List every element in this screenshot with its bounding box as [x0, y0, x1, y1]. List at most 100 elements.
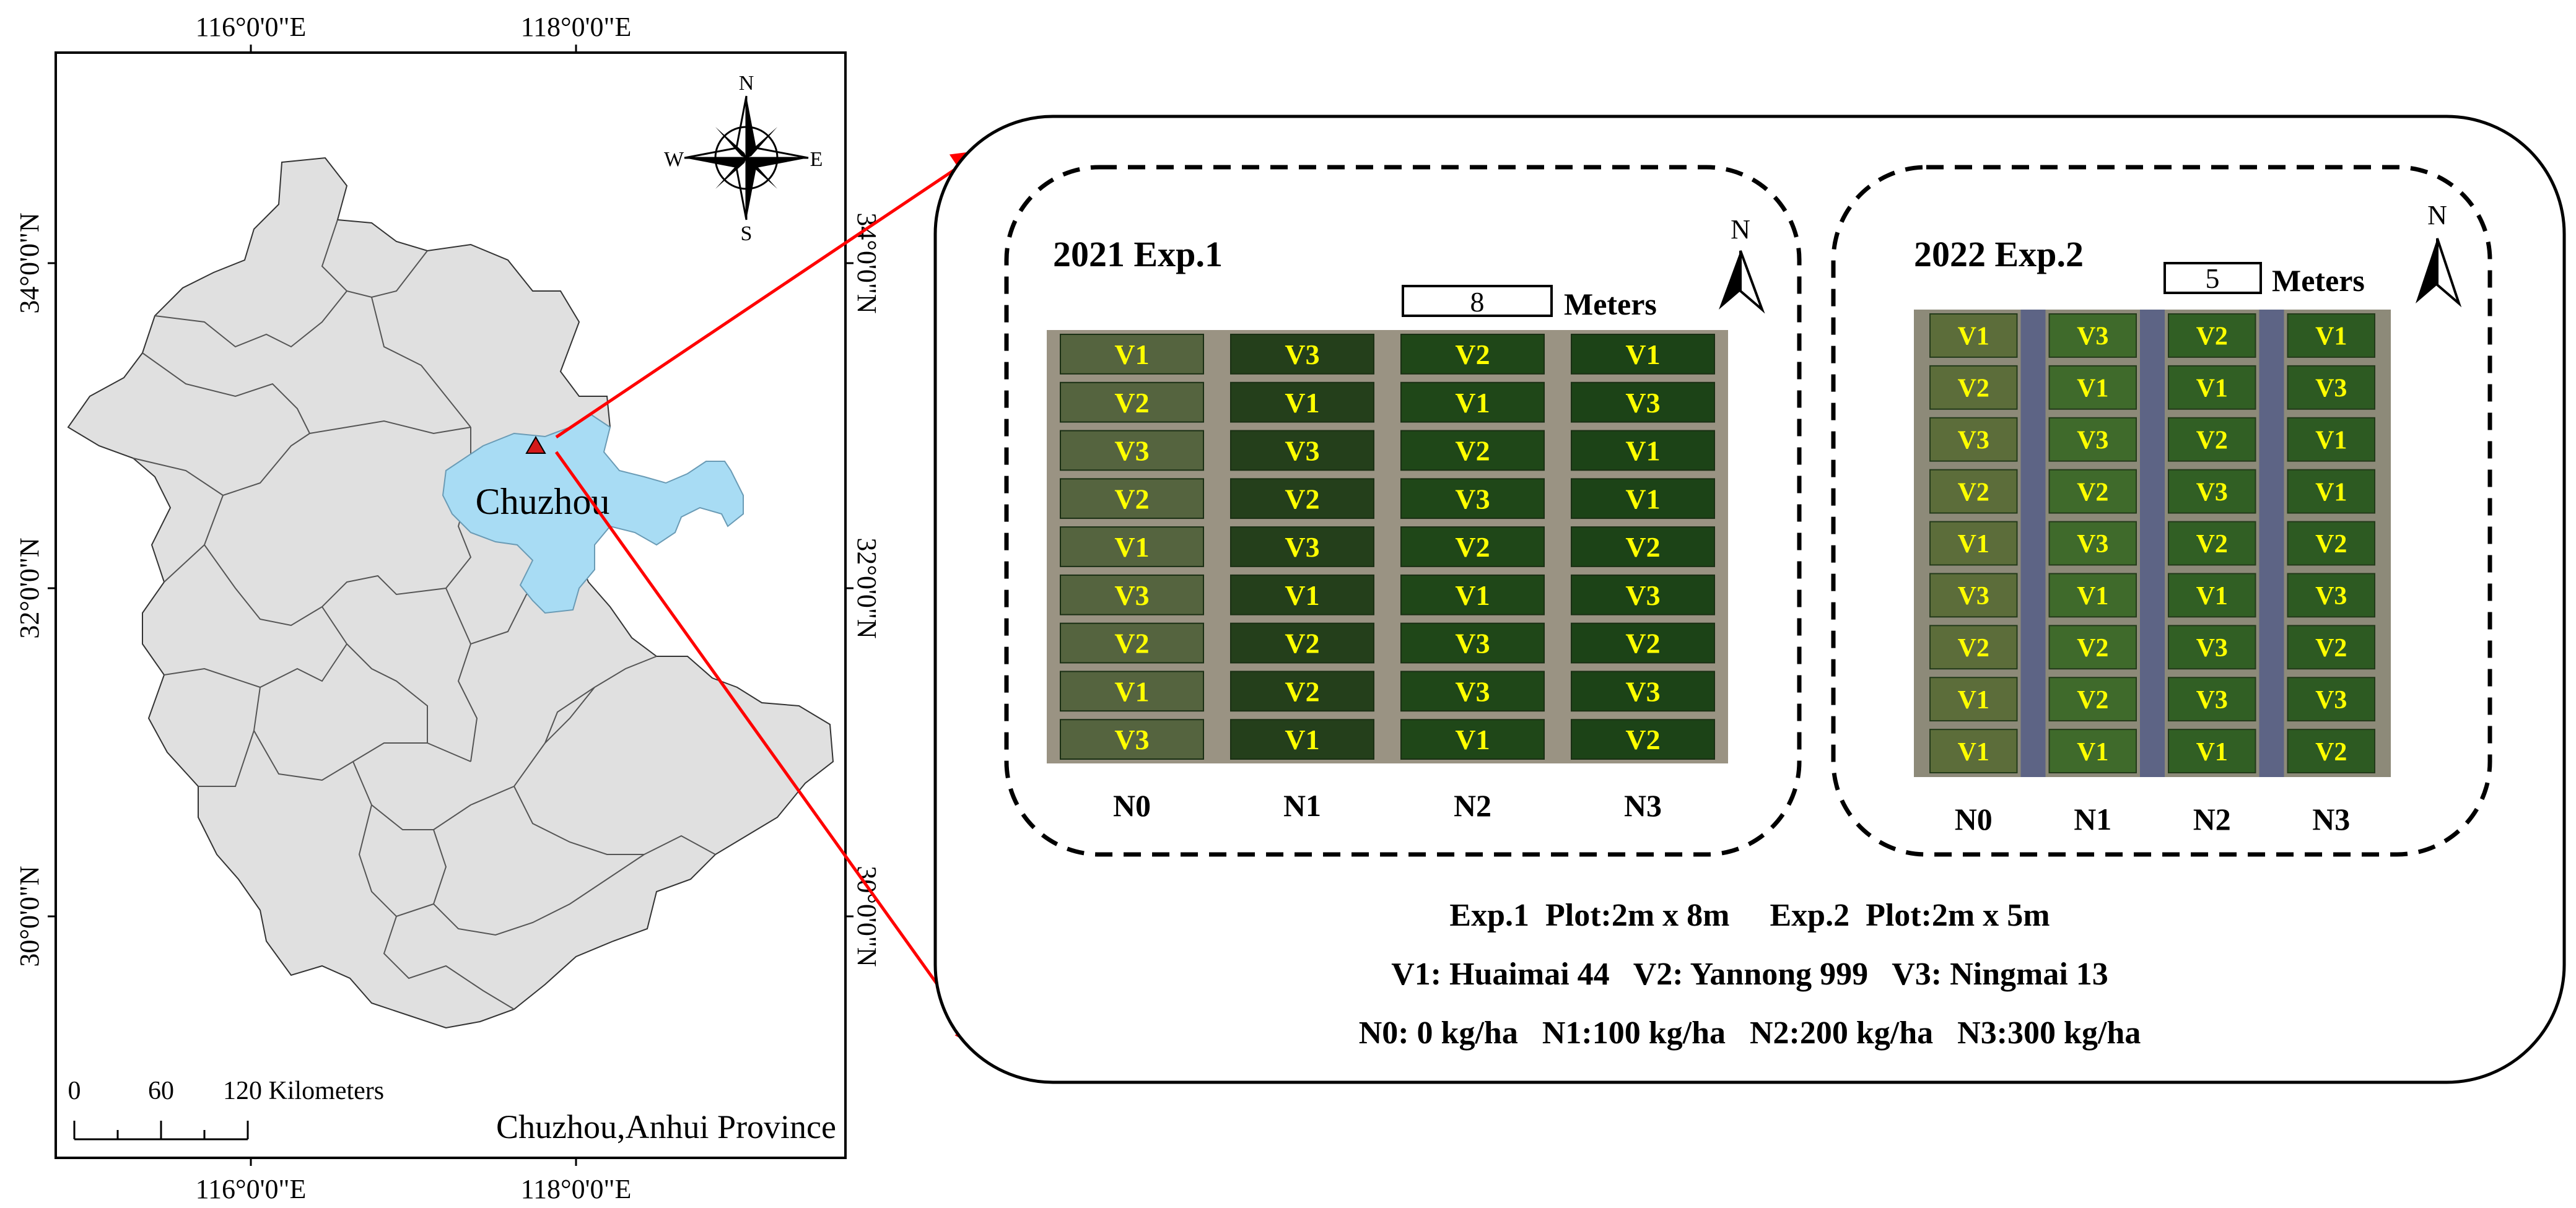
exp1-scale-unit: Meters: [1564, 287, 1657, 321]
exp1-plot-label: V2: [1455, 531, 1490, 563]
exp1-plot: [1400, 526, 1545, 567]
compass-rose-icon: [684, 95, 809, 220]
exp2-plot-label: V1: [1958, 738, 1989, 767]
city-boundaries: [133, 219, 716, 1010]
exp1-column-label: N2: [1454, 788, 1491, 823]
legend-nitrogen: N0: 0 kg/ha N1:100 kg/ha N2:200 kg/ha N3…: [1359, 1015, 2141, 1051]
exp2-dashed-frame: [1831, 165, 2492, 857]
exp1-plot-label: V1: [1114, 676, 1149, 707]
exp2-plot: [2287, 365, 2375, 410]
exp1-plot-label: V2: [1455, 339, 1490, 370]
exp2-plot-label: V1: [2196, 375, 2228, 403]
exp1-plot: [1571, 334, 1715, 375]
exp2-plot-label: V2: [2196, 530, 2228, 558]
scale-tick-60: 60: [148, 1077, 174, 1105]
exp1-plot-label: V2: [1455, 435, 1490, 467]
map-caption: Chuzhou,Anhui Province: [496, 1108, 836, 1145]
exp1-plot: [1571, 430, 1715, 471]
exp1-plot-label: V1: [1114, 531, 1149, 563]
exp1-plot-label: V1: [1625, 339, 1660, 370]
exp1-plot-label: V2: [1285, 628, 1319, 659]
exp1-plot: [1230, 430, 1374, 471]
exp1-plot: [1060, 430, 1204, 471]
exp1-plot-label: V3: [1114, 580, 1149, 611]
exp2-plot: [2287, 521, 2375, 566]
exp2-plot-label: V1: [2196, 582, 2228, 611]
exp2-column-label: N0: [1955, 802, 1993, 836]
exp1-plot: [1400, 622, 1545, 664]
exp2-scale-value: 5: [2206, 263, 2220, 294]
chuzhou-region: [442, 414, 744, 614]
exp1-plot: [1571, 622, 1715, 664]
exp1-plot: [1060, 719, 1204, 760]
exp1-plot: [1060, 478, 1204, 519]
exp1-plot: [1571, 574, 1715, 615]
exp1-plot-label: V2: [1114, 387, 1149, 419]
exp2-plot-label: V1: [2315, 426, 2347, 454]
chuzhou-label: Chuzhou: [476, 481, 610, 522]
exp1-plot-label: V1: [1625, 435, 1660, 467]
exp2-plot: [2168, 729, 2256, 773]
exp1-plot-label: V3: [1114, 724, 1149, 755]
exp1-dashed-frame: [1004, 165, 1802, 857]
exp1-plot: [1400, 574, 1545, 615]
exp1-plot: [1230, 478, 1374, 519]
exp1-column-label: N1: [1283, 788, 1321, 823]
exp2-plot: [2048, 365, 2137, 410]
exp1-plot: [1571, 381, 1715, 423]
exp2-plot: [2168, 521, 2256, 566]
exp1-plot: [1400, 671, 1545, 712]
exp2-plot-label: V2: [2077, 634, 2108, 663]
exp1-plot-label: V3: [1625, 676, 1660, 707]
exp2-plot-label: V2: [2315, 738, 2347, 767]
exp1-plot: [1571, 526, 1715, 567]
compass-west-label: W: [664, 148, 684, 171]
exp2-field-image: V1V2V3V2V1V3V2V1V1V3V1V3V2V3V1V2V2V1V2V1…: [1914, 310, 2391, 836]
exp2-plot: [2048, 677, 2137, 722]
exp1-plot-label: V3: [1455, 483, 1490, 515]
exp2-plot: [2168, 573, 2256, 618]
exp2-plot-label: V3: [2077, 323, 2108, 351]
exp1-plot: [1230, 671, 1374, 712]
exp2-plot-label: V1: [2196, 738, 2228, 767]
exp2-plot: [2168, 625, 2256, 670]
exp2-plot-label: V3: [2315, 375, 2347, 403]
exp2-plot-label: V2: [1958, 634, 1989, 663]
legend-varieties: V1: Huaimai 44 V2: Yannong 999 V3: Ningm…: [1391, 957, 2108, 992]
exp2-plot-label: V2: [2077, 478, 2108, 506]
exp1-plot-label: V3: [1625, 580, 1660, 611]
exp1-plot-label: V2: [1625, 724, 1660, 755]
exp1-plot-label: V1: [1285, 580, 1319, 611]
exp1-plot-label: V2: [1625, 628, 1660, 659]
exp2-plot: [2048, 417, 2137, 462]
exp2-plot-label: V1: [2077, 738, 2108, 767]
exp2-plot-label: V1: [2315, 478, 2347, 506]
exp1-plot: [1230, 719, 1374, 760]
exp2-plot: [2048, 469, 2137, 514]
exp2-plot: [2168, 677, 2256, 722]
exp1-plot: [1230, 526, 1374, 567]
exp2-plot: [1929, 625, 2018, 670]
exp2-plot: [2048, 625, 2137, 670]
exp2-plot-label: V2: [1958, 375, 1989, 403]
exp2-plot: [2168, 469, 2256, 514]
exp2-plot: [2287, 417, 2375, 462]
exp1-plot: [1060, 671, 1204, 712]
exp2-plot: [1929, 469, 2018, 514]
study-site-marker: [525, 435, 546, 454]
exp2-plot: [2048, 521, 2137, 566]
left-lat-label-3: 30°0'0"N: [14, 866, 45, 967]
province-map-panel: 116°0'0"E 118°0'0"E 116°0'0"E 118°0'0"E …: [14, 12, 882, 1204]
exp2-plot-label: V3: [2077, 530, 2108, 558]
exp1-field-image: V1V2V3V2V1V3V2V1V3V3V1V3V2V3V1V2V2V1V2V1…: [1047, 330, 1728, 823]
exp2-title: 2022 Exp.2: [1914, 234, 2084, 274]
exp1-plot: [1230, 574, 1374, 615]
exp1-plot: [1060, 622, 1204, 664]
exp2-plot-label: V3: [1958, 582, 1989, 611]
exp2-column-label: N2: [2193, 802, 2231, 836]
exp1-plot-label: V3: [1114, 435, 1149, 467]
exp2-plot-label: V3: [2315, 582, 2347, 611]
exp2-plot-label: V1: [2077, 582, 2108, 611]
exp2-plot-label: V3: [2196, 634, 2228, 663]
